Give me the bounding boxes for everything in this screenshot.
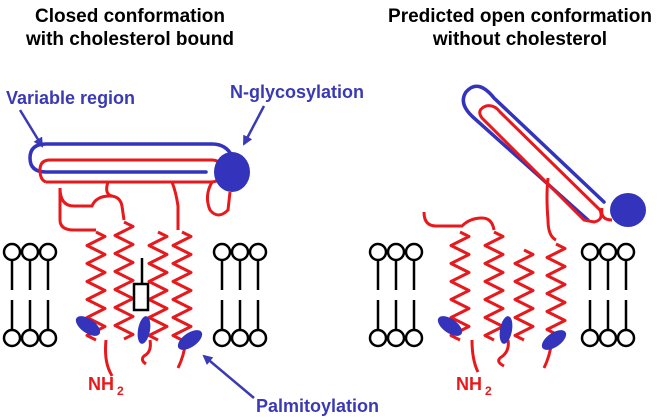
n-glycosylation-arrow	[242, 105, 266, 146]
n-terminus-tail	[104, 339, 114, 377]
helix-open-4	[545, 242, 567, 336]
nh2-label-left: NH 2	[88, 374, 124, 398]
lipid-bilayers	[2, 242, 636, 348]
helix-connector-small	[105, 181, 113, 198]
lipid-right-inner-2	[616, 242, 636, 348]
helix-open-3	[513, 248, 535, 342]
loop-tail	[140, 339, 152, 366]
lipid-right-outer-1	[386, 242, 406, 348]
lipid-left-outer-1	[20, 242, 40, 348]
n-terminus-tail-open	[470, 339, 480, 373]
right-title-line2: without cholesterol	[432, 29, 607, 50]
helix-connector-side	[58, 188, 96, 232]
hinge-connector	[545, 177, 557, 242]
glycosylation-linker	[205, 181, 232, 217]
palmitoylation-arrow	[202, 354, 255, 399]
palmitoyl-group-1	[75, 316, 101, 336]
variable-region-label: Variable region	[6, 88, 135, 108]
palmitoyl-group-3	[177, 330, 203, 350]
n-glycosylation-site	[214, 152, 250, 192]
left-title-line2: with cholesterol bound	[25, 29, 234, 50]
n-glycosylation-site-open	[610, 193, 646, 227]
helix-open-2	[483, 230, 505, 342]
svg-text:2: 2	[117, 384, 124, 398]
palmitoyl-group-open-1	[437, 316, 463, 336]
svg-text:NH: NH	[456, 374, 482, 394]
palmitoylation-label: Palmitoylation	[256, 396, 379, 416]
helix-connector-top	[58, 187, 126, 221]
lipid-left-inner-1	[230, 242, 250, 348]
svg-text:2: 2	[485, 384, 492, 398]
helix-open-1	[449, 230, 471, 342]
lipid-left-inner-0	[212, 242, 232, 348]
closed-protein	[28, 142, 250, 377]
n-glycosylation-label: N-glycosylation	[230, 82, 364, 102]
palmitoyl-group-2	[137, 316, 151, 344]
lipid-right-outer-0	[368, 242, 388, 348]
helix-3	[147, 230, 169, 342]
variable-region-loop-open	[461, 84, 606, 222]
variable-region-loop	[28, 142, 234, 174]
helix-2	[113, 220, 135, 341]
nh2-label-right: NH 2	[456, 374, 492, 398]
helix-4	[171, 230, 193, 342]
right-title-line1: Predicted open conformation	[388, 6, 652, 27]
extracellular-domain-open	[478, 104, 603, 224]
helix-1	[85, 230, 107, 342]
lipid-right-inner-0	[580, 242, 600, 348]
lipid-right-outer-2	[404, 242, 424, 348]
variable-region-arrow	[18, 109, 44, 148]
open-protein	[422, 84, 646, 373]
palmitoyl-group-open-3	[541, 330, 567, 350]
lipid-left-outer-2	[38, 242, 58, 348]
lipid-left-outer-0	[2, 242, 22, 348]
svg-text:NH: NH	[88, 374, 114, 394]
glycosylation-linker-open	[600, 207, 613, 222]
lipid-right-inner-1	[598, 242, 618, 348]
left-title-line1: Closed conformation	[35, 6, 225, 27]
cholesterol-molecule	[132, 258, 150, 312]
lipid-left-inner-2	[248, 242, 268, 348]
helix-connector-top-open	[422, 211, 496, 231]
loop-tail-open	[497, 339, 510, 368]
helix-connector-right	[170, 181, 180, 230]
palmitoyl-group-open-2	[499, 316, 513, 344]
